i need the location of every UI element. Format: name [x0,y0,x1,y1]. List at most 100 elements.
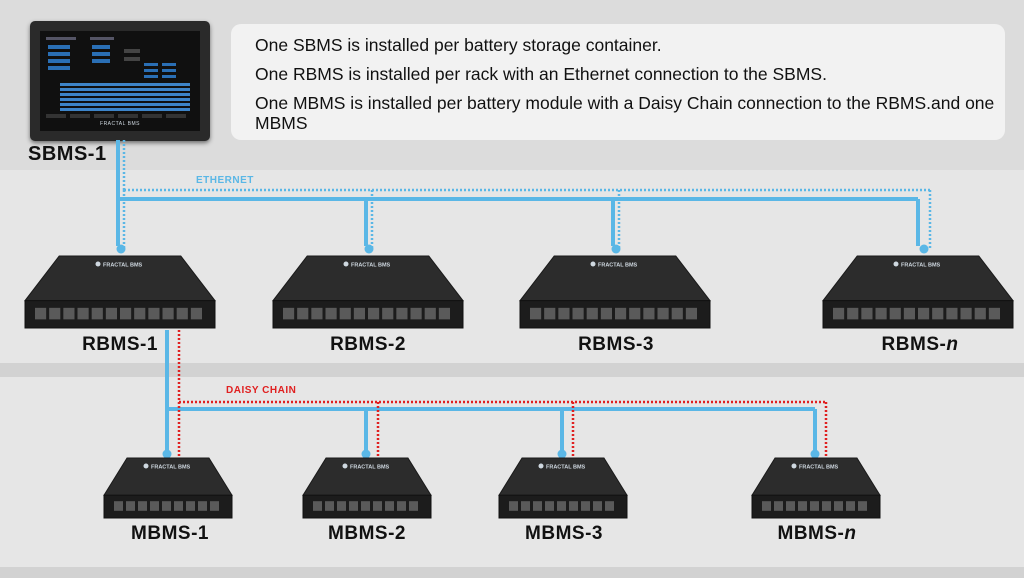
rbms-label-number: n [946,334,959,355]
mbms-brand: FRACTAL BMS [350,465,390,471]
rbms-connector [353,307,365,320]
rbms-connector [657,307,669,320]
mbms-device: FRACTAL BMS [103,457,233,519]
mbms-connector [581,501,590,511]
mbms-brand: FRACTAL BMS [546,465,586,471]
mbms-label: MBMS-n [757,523,877,545]
rbms-brand: FRACTAL BMS [351,263,391,269]
mbms-device: FRACTAL BMS [498,457,628,519]
rbms-connector [960,307,972,320]
mbms-devices: FRACTAL BMS FRACTAL BMS FRACTAL BMS FRACTAL… [103,457,881,519]
rbms-connector [134,307,146,320]
mbms-connector [545,501,554,511]
mbms-connector [409,501,418,511]
rbms-device: FRACTAL BMS [821,255,1015,329]
rbms-connector [629,307,641,320]
rbms-label: RBMS-1 [60,334,180,356]
mbms-label-prefix: MBMS- [328,523,395,544]
ethernet-solid-links [116,140,920,246]
mbms-connector [557,501,566,511]
rbms-connector [544,307,556,320]
mbms-connector [774,501,783,511]
rbms-connector [847,307,859,320]
daisy-port-dot [810,449,820,459]
mbms-connector [174,501,183,511]
mbms-device: FRACTAL BMS [302,457,432,519]
rbms-connector [368,307,380,320]
rbms-connector [833,307,845,320]
rbms-connector [875,307,887,320]
daisy-port-dot [162,449,172,459]
rbms-connector [685,307,697,320]
rbms-connector [861,307,873,320]
rbms-connector [190,307,202,320]
sbms-screen-display: FRACTAL BMS [40,31,200,131]
mbms-brand: FRACTAL BMS [799,465,839,471]
rbms-label-number: 1 [146,334,158,355]
mbms-connector [361,501,370,511]
fractal-logo-icon [143,463,149,469]
rbms-connector [558,307,570,320]
rbms-label-number: 2 [394,334,406,355]
fractal-logo-icon [590,261,596,267]
rbms-connector [91,307,103,320]
rbms-connector [643,307,655,320]
mbms-connector [858,501,867,511]
mbms-device: FRACTAL BMS [751,457,881,519]
mbms-connector [397,501,406,511]
rbms-connector [988,307,1000,320]
rbms-connector [530,307,542,320]
mbms-connector [325,501,334,511]
rbms-brand: FRACTAL BMS [103,263,143,269]
mbms-connector [313,501,322,511]
mbms-connector [126,501,135,511]
rbms-connector [974,307,986,320]
rbms-connector [889,307,901,320]
rbms-connector [396,307,408,320]
mbms-connector [114,501,123,511]
mbms-label-number: 3 [591,523,603,544]
fractal-logo-icon [893,261,899,267]
mbms-label: MBMS-2 [307,523,427,545]
ethernet-port-dot [364,244,374,254]
rbms-connector [297,307,309,320]
sbms-screen-ui-graphic [46,37,190,118]
rbms-label-prefix: RBMS- [82,334,147,355]
daisy-chain-label: DAISY CHAIN [226,385,297,396]
rbms-brand: FRACTAL BMS [598,263,638,269]
mbms-connector [521,501,530,511]
fractal-logo-icon [95,261,101,267]
rbms-connector [572,307,584,320]
rbms-connector [162,307,174,320]
fractal-logo-icon [791,463,797,469]
rbms-label: RBMS-n [860,334,980,356]
daisy-port-dot [557,449,567,459]
rbms-connector [424,307,436,320]
mbms-label-prefix: MBMS- [131,523,198,544]
rbms-connector [120,307,132,320]
rbms-connector [77,307,89,320]
mbms-connector [798,501,807,511]
mbms-connector [337,501,346,511]
sbms-touchscreen-device: FRACTAL BMS [30,21,210,141]
mbms-connector [509,501,518,511]
mbms-connector [810,501,819,511]
rbms-connector [600,307,612,320]
rbms-connector [932,307,944,320]
rbms-device: FRACTAL BMS [23,255,217,329]
mbms-connector [373,501,382,511]
ethernet-port-dot [919,244,929,254]
fractal-logo-icon [343,261,349,267]
mbms-label-prefix: MBMS- [777,523,845,544]
rbms-label: RBMS-3 [556,334,676,356]
rbms-device: FRACTAL BMS [271,255,465,329]
rbms-connector [63,307,75,320]
ethernet-port-dot [611,244,621,254]
rbms-brand: FRACTAL BMS [901,263,941,269]
mbms-connector [846,501,855,511]
rbms-connector [903,307,915,320]
rbms-connector [148,307,160,320]
mbms-connector [150,501,159,511]
mbms-connector [210,501,219,511]
mbms-label-prefix: MBMS- [525,523,592,544]
